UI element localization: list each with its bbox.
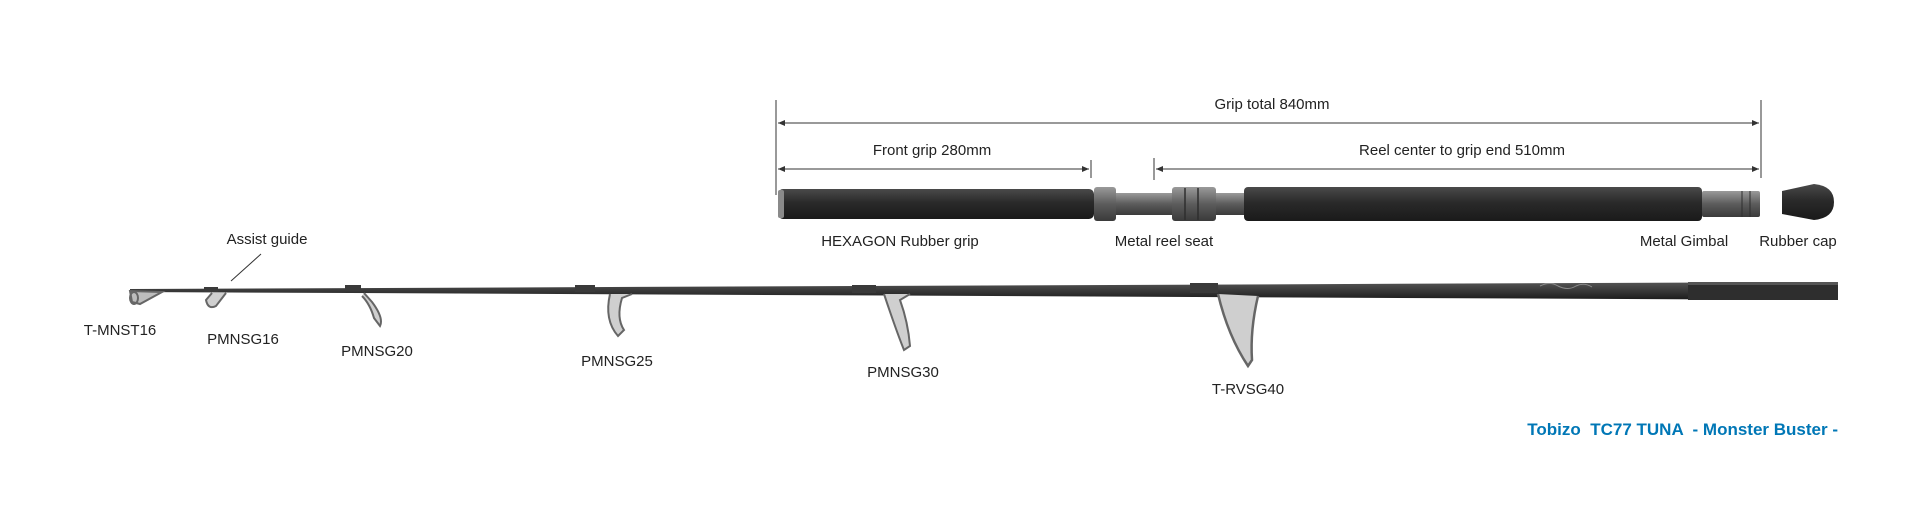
guide-pmnsg25 [607, 293, 633, 338]
reel-center-label: Reel center to grip end 510mm [1359, 142, 1565, 159]
guide-label: PMNSG30 [867, 364, 939, 381]
guide-t-rvsg40 [1216, 293, 1260, 369]
assist-guide-label: Assist guide [226, 231, 308, 248]
front-grip-label: Front grip 280mm [872, 142, 992, 159]
guide-pmnsg16 [204, 292, 227, 309]
rubber-cap [1782, 184, 1834, 220]
gimbal-label: Metal Gimbal [1639, 233, 1729, 250]
product-title: Tobizo TC77 TUNA - Monster Buster - [1527, 420, 1838, 439]
guide-label: T-RVSG40 [1211, 381, 1285, 398]
guide-label: PMNSG20 [341, 343, 413, 360]
guide-label: PMNSG25 [581, 353, 653, 370]
assist-guide-leader [230, 253, 262, 282]
hexagon-grip-label: HEXAGON Rubber grip [821, 233, 979, 250]
dimension-lines [775, 100, 1762, 195]
reel-seat-nut [1172, 187, 1216, 221]
guide-pmnsg30 [883, 293, 912, 352]
guide-label: PMNSG16 [207, 331, 279, 348]
guide-label: T-MNST16 [83, 322, 157, 339]
guides [128, 253, 1260, 369]
guide-pmnsg20 [361, 292, 382, 328]
reel-seat-collar [1094, 187, 1116, 221]
grip-assembly [778, 184, 1834, 221]
rubber-cap-label: Rubber cap [1759, 233, 1837, 250]
reel-seat-label: Metal reel seat [1114, 233, 1214, 250]
rod-blank [130, 282, 1838, 300]
grip-total-label: Grip total 840mm [1214, 96, 1330, 113]
metal-gimbal [1702, 191, 1760, 217]
reel-seat-barrel [1116, 193, 1172, 215]
rod-butt [1688, 282, 1838, 300]
hexagon-rubber-grip [778, 189, 1094, 219]
rear-grip [1244, 187, 1702, 221]
